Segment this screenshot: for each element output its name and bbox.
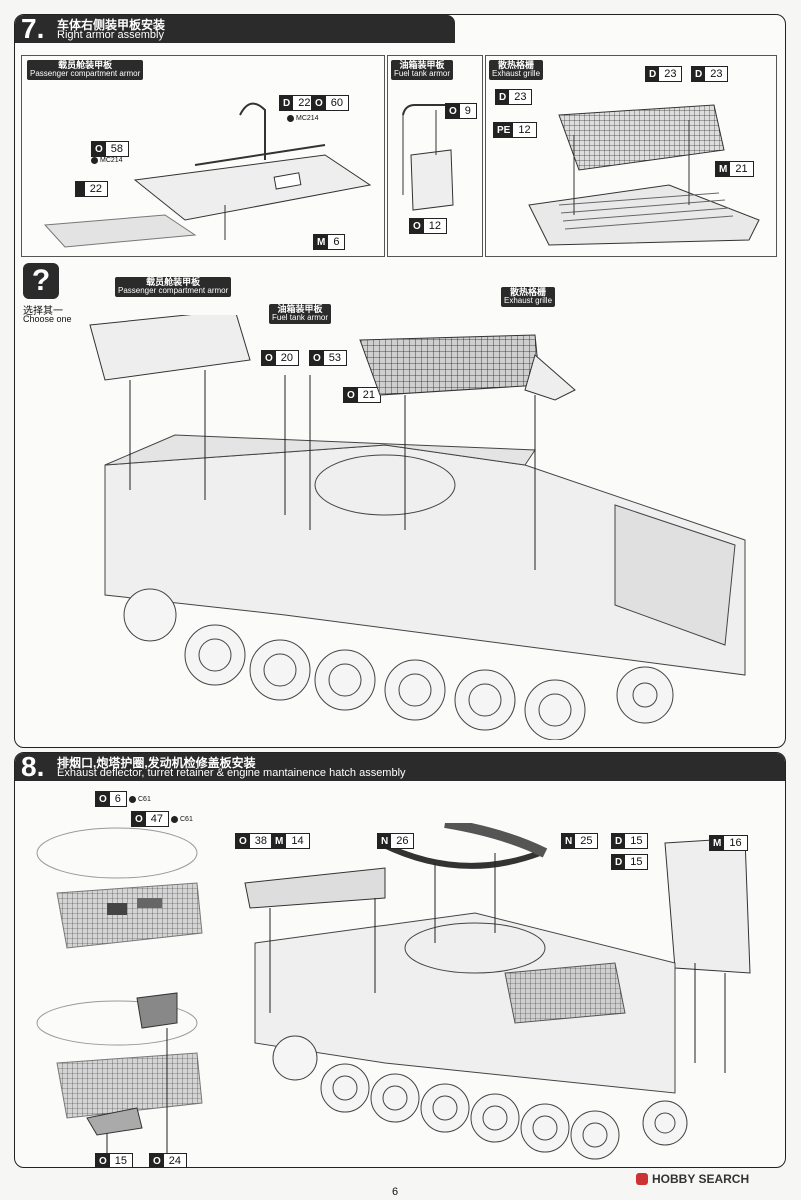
marker-mc214-a: MC214 xyxy=(287,115,319,122)
vehicle-hull-drawing-step8 xyxy=(244,823,751,1160)
marker-dot-icon xyxy=(171,816,178,823)
passenger-armor-drawing xyxy=(43,102,372,248)
exhaust-grille-drawing xyxy=(528,104,760,246)
step-7-title-cn: 车体右侧装甲板安装 xyxy=(57,18,166,32)
marker-c61-b: C61 xyxy=(171,816,193,823)
hobby-search-logo-icon xyxy=(636,1173,648,1185)
step-7-header: 7. 车体右侧装甲板安装 Right armor assembly xyxy=(15,14,455,44)
step-7-panel: 7. 车体右侧装甲板安装 Right armor assembly 载员舱装甲板… xyxy=(14,14,786,748)
step-8-title-cn: 排烟口,炮塔护圈,发动机检修盖板安装 xyxy=(57,756,256,770)
step-7-number: 7. xyxy=(21,14,45,44)
marker-dot-icon xyxy=(129,796,136,803)
question-icon: ? xyxy=(23,263,59,299)
watermark: HOBBY SEARCH xyxy=(636,1172,749,1186)
step-8-panel: 8. 排烟口,炮塔护圈,发动机检修盖板安装 Exhaust deflector,… xyxy=(14,752,786,1168)
fuel-armor-drawing xyxy=(402,104,454,211)
choose-one-cn: 选择其一 xyxy=(23,306,63,317)
step-8-title-en: Exhaust deflector, turret retainer & eng… xyxy=(57,767,406,779)
marker-c61-a: C61 xyxy=(129,796,151,803)
vehicle-hull-drawing xyxy=(89,315,746,740)
plain-tag-mark xyxy=(76,182,85,196)
step-8-header: 8. 排烟口,炮塔护圈,发动机检修盖板安装 Exhaust deflector,… xyxy=(15,752,785,782)
marker-dot-icon xyxy=(287,115,294,122)
marker-dot-icon xyxy=(91,157,98,164)
exhaust-deflector-detail-drawing xyxy=(36,827,203,1153)
choose-one-en: Choose one xyxy=(23,314,72,324)
marker-mc214-b: MC214 xyxy=(91,157,123,164)
page-number: 6 xyxy=(392,1186,399,1198)
part-tag-22: 22 xyxy=(75,181,109,197)
step-7-title-en: Right armor assembly xyxy=(57,29,164,41)
step-8-number: 8. xyxy=(21,752,45,782)
